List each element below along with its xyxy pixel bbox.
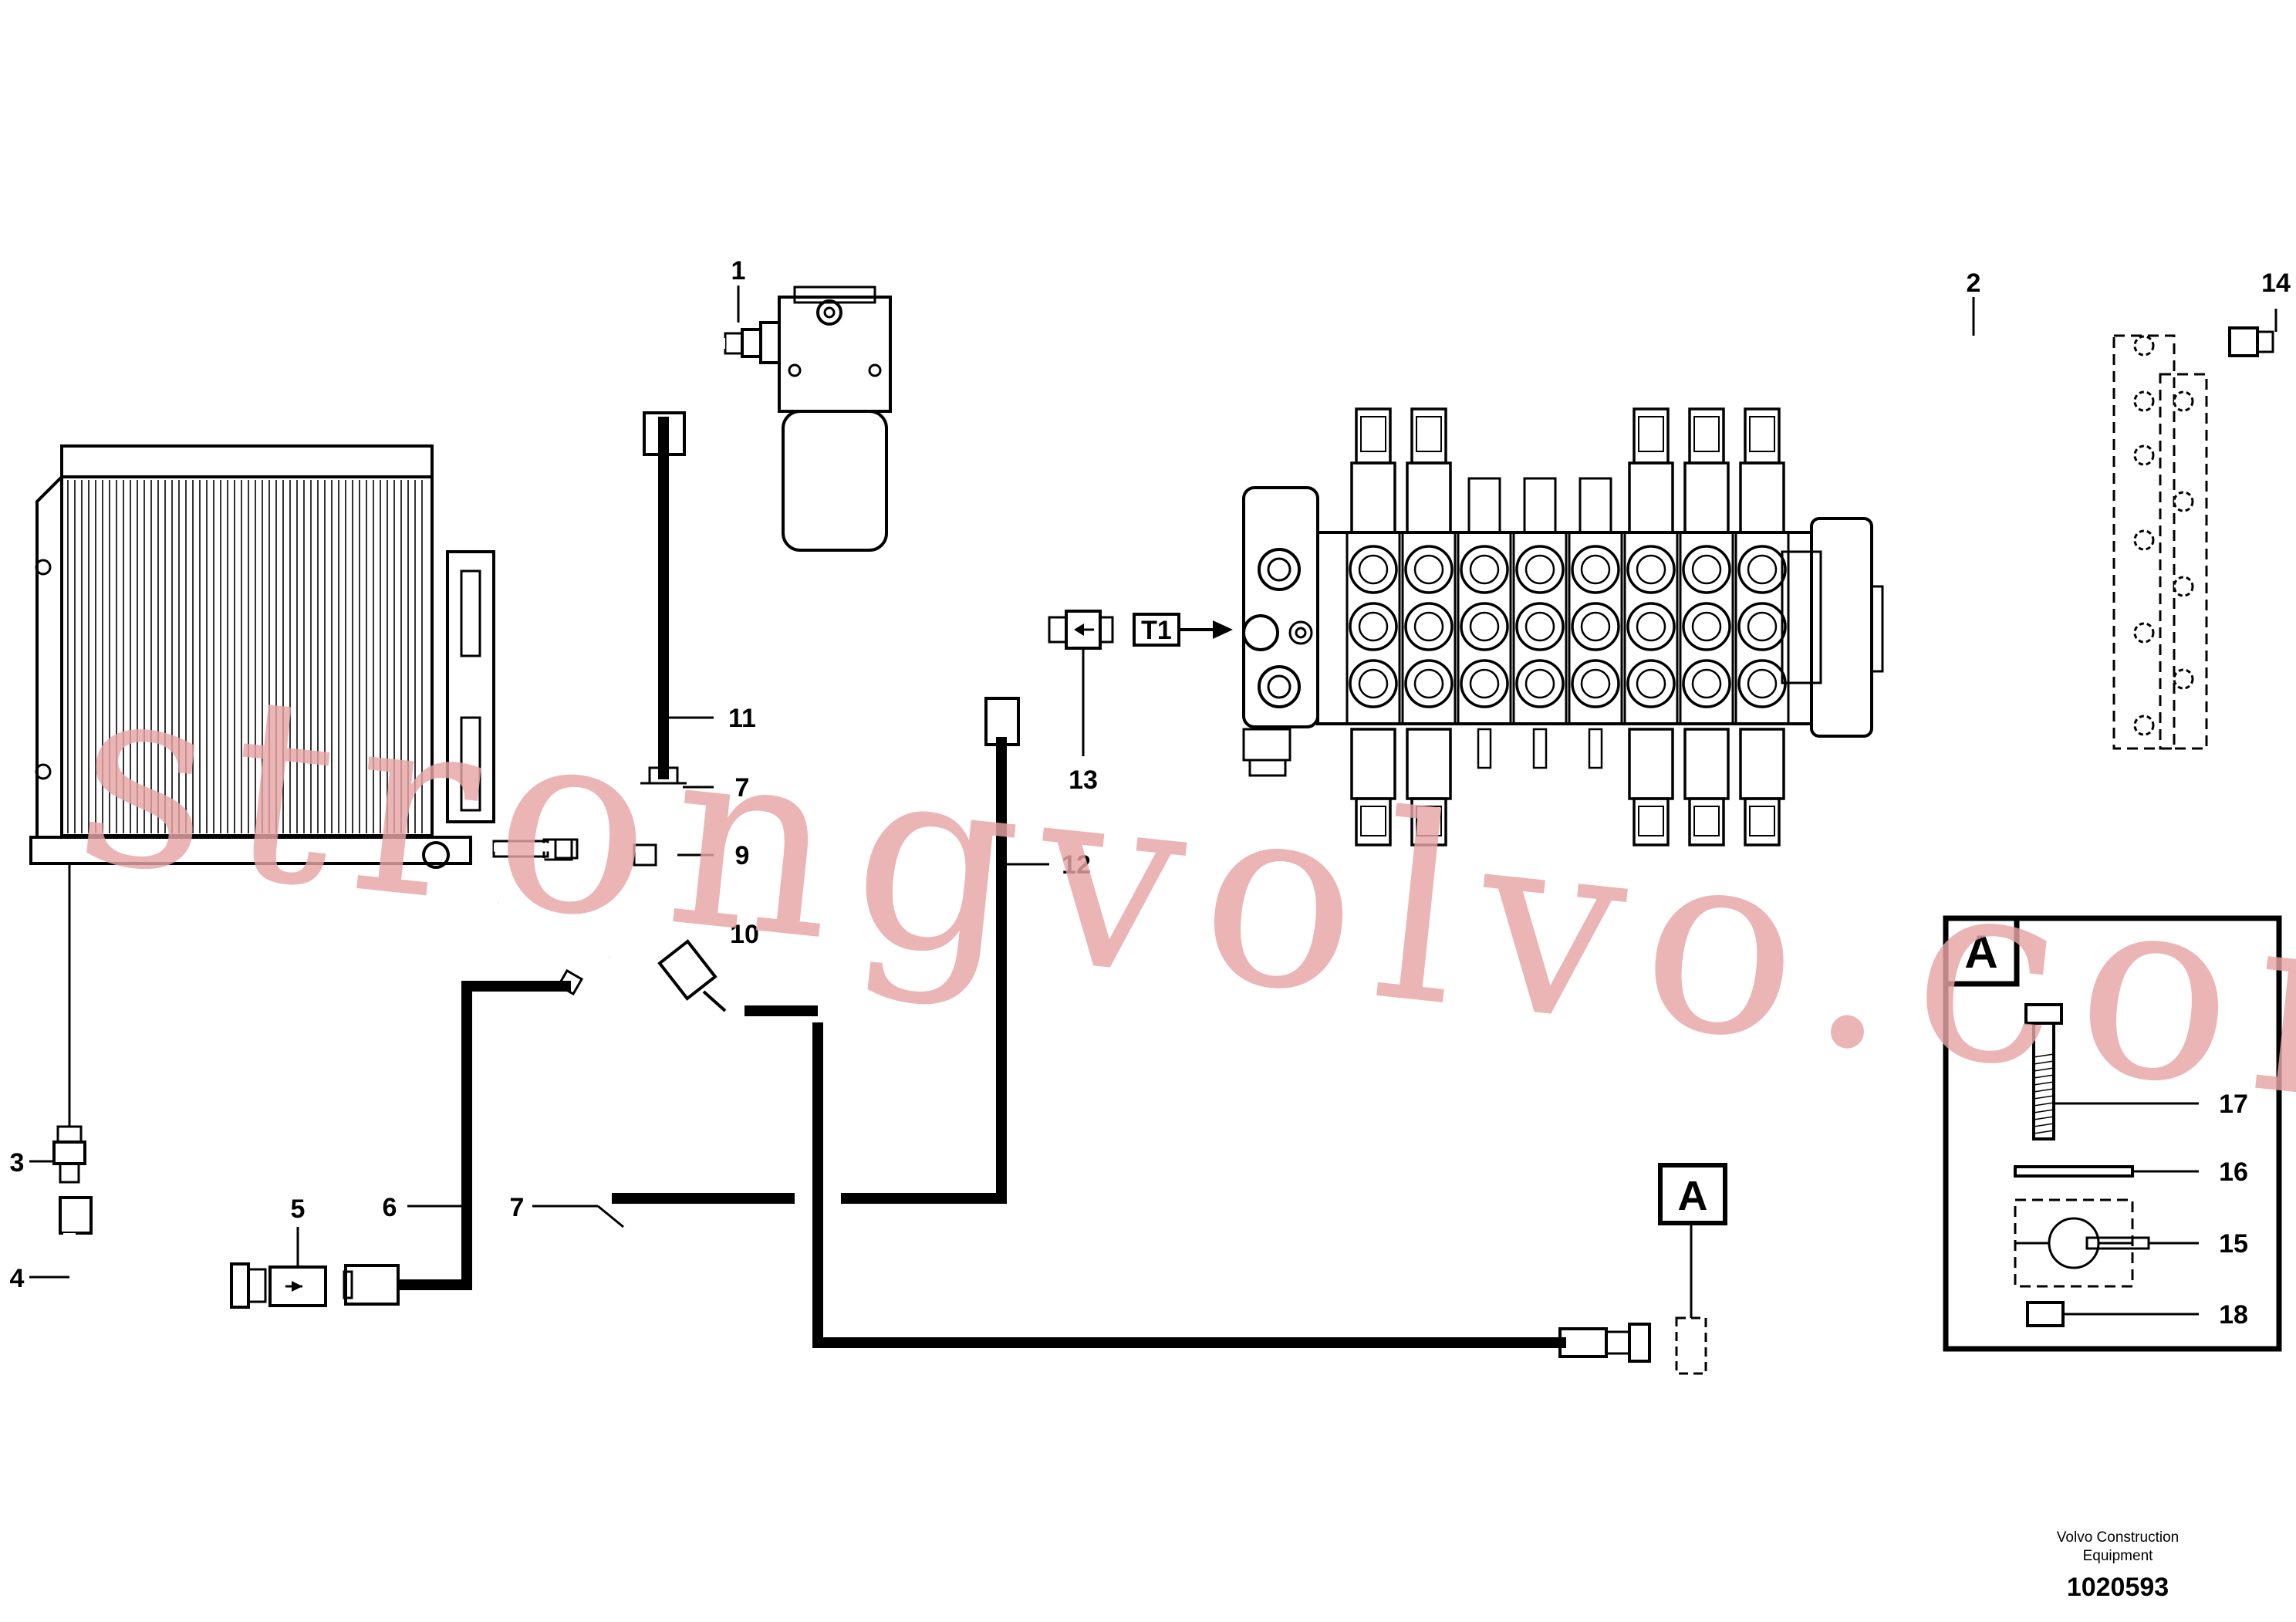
callout-4: 4 xyxy=(10,1264,25,1293)
detail-a-label: A xyxy=(1964,926,1997,978)
drawing-number: 1020593 xyxy=(2067,1573,2169,1602)
branch-fitting-10 xyxy=(494,838,727,1012)
callout-17: 17 xyxy=(2219,1090,2248,1119)
tube-2 xyxy=(1578,339,2230,1344)
callout-15: 15 xyxy=(2219,1229,2248,1259)
tube-bracket xyxy=(2112,334,2208,750)
return-line-connector xyxy=(1558,1223,1707,1375)
callout-11: 11 xyxy=(728,704,756,733)
detail-a: A xyxy=(1943,915,2282,1352)
fitting-13 xyxy=(984,610,1114,756)
callout-7-lower: 7 xyxy=(510,1193,525,1222)
callout-6: 6 xyxy=(383,1193,397,1222)
callout-18: 18 xyxy=(2219,1300,2248,1330)
hose-12 xyxy=(841,737,1007,1204)
hose-fitting-4 xyxy=(59,1196,630,1340)
callout-7-upper: 7 xyxy=(735,773,750,803)
callout-2: 2 xyxy=(1967,269,1981,298)
callouts: 1 2 3 4 5 6 7 7 9 10 11 12 13 14 15 16 1… xyxy=(10,256,2291,1330)
callout-3: 3 xyxy=(10,1148,25,1178)
callout-10: 10 xyxy=(730,920,759,949)
callout-12: 12 xyxy=(1062,850,1091,880)
callout-16: 16 xyxy=(2219,1157,2248,1187)
control-valve xyxy=(1242,407,1884,846)
port-t1: T1 xyxy=(1133,613,1233,647)
callout-14: 14 xyxy=(2261,269,2291,298)
oil-cooler xyxy=(29,444,573,1127)
port-t1-label: T1 xyxy=(1141,616,1172,645)
callout-13: 13 xyxy=(1069,765,1098,795)
leader-lines xyxy=(29,286,1975,1279)
hose-6 xyxy=(398,981,571,1290)
check-valve-5 xyxy=(230,1262,400,1309)
footer: Volvo Construction Equipment 1020593 xyxy=(2057,1529,2179,1602)
footer-company-line2: Equipment xyxy=(2083,1548,2154,1564)
oil-filter xyxy=(643,286,892,552)
callout-1: 1 xyxy=(731,256,746,286)
callout-5: 5 xyxy=(291,1195,306,1224)
watermark: strongvolvo.com xyxy=(66,623,2296,1174)
detail-reference-a: A xyxy=(1658,1163,1727,1225)
fitting-14 xyxy=(2228,309,2277,357)
fitting-3 xyxy=(52,1125,86,1184)
hose-11-lower xyxy=(606,766,687,960)
detail-reference-label: A xyxy=(1678,1173,1708,1219)
footer-company-line1: Volvo Construction xyxy=(2057,1529,2179,1546)
cooler-fins xyxy=(67,480,423,833)
return-line xyxy=(612,1005,1566,1348)
callout-9: 9 xyxy=(735,841,750,870)
